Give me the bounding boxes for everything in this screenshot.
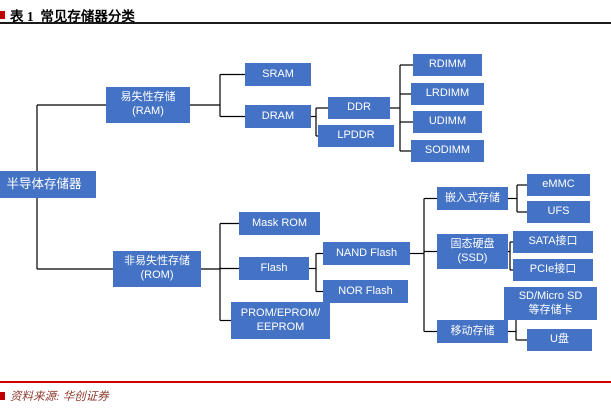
figure-title: 表 1 常见存储器分类 [10,9,135,24]
node-embedded-storage: 嵌入式存储 [437,187,508,210]
node-ufs: UFS [527,201,590,223]
node-ddr: DDR [328,97,390,119]
node-emmc: eMMC [527,174,590,196]
node-udimm: UDIMM [413,111,482,133]
source-text: 资料来源: 华创证券 [10,391,109,403]
node-ssd: 固态硬盘 (SSD) [437,234,508,269]
node-nor-flash: NOR Flash [323,280,408,303]
title-bullet-icon [0,11,5,19]
node-pcie-interface: PCIe接口 [513,259,593,281]
node-sram: SRAM [245,63,311,86]
source-bullet-icon [0,392,5,400]
node-prom-eprom-eeprom: PROM/EPROM/ EEPROM [231,302,330,339]
title-divider [0,22,611,24]
node-volatile-storage-ram: 易失性存储 (RAM) [106,87,190,123]
node-lrdimm: LRDIMM [411,83,484,105]
node-sd-card: SD/Micro SD 等存储卡 [504,287,597,320]
node-nand-flash: NAND Flash [323,242,410,265]
node-sata-interface: SATA接口 [513,231,593,253]
node-semiconductor-memory: 半导体存储器 [0,171,96,198]
node-mask-rom: Mask ROM [239,212,320,235]
node-mobile-storage: 移动存储 [437,320,508,343]
node-nonvolatile-storage-rom: 非易失性存储 (ROM) [113,251,201,287]
node-usb-drive: U盘 [527,329,592,351]
source-divider [0,381,611,383]
node-lpddr: LPDDR [318,125,394,147]
node-dram: DRAM [245,105,311,128]
node-rdimm: RDIMM [413,54,482,76]
node-sodimm: SODIMM [411,140,484,162]
node-flash: Flash [239,257,309,280]
